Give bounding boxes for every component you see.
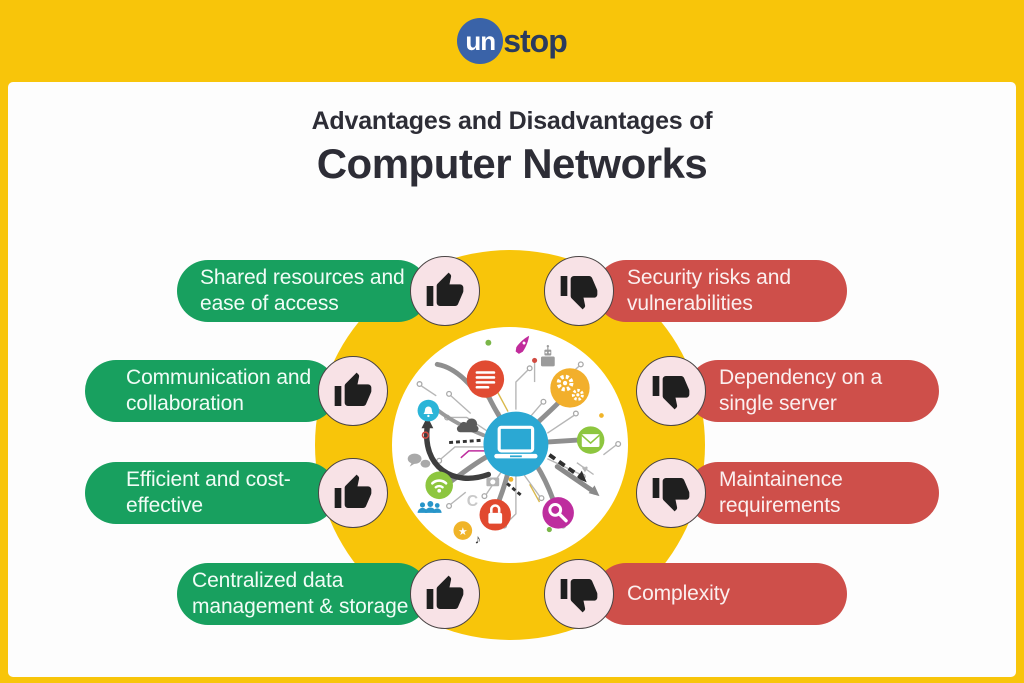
thumbs-up-badge [318, 458, 388, 528]
advantage-pill: Centralized data management & storage [177, 563, 429, 625]
hub-white-circle: ★ ♪ ♥ C [392, 327, 628, 563]
advantage-label: Communication and collaboration [126, 366, 312, 415]
advantage-label: Centralized data management & storage [192, 569, 409, 618]
svg-text:C: C [467, 493, 478, 510]
svg-text:★: ★ [458, 526, 468, 538]
thumbs-up-icon [334, 372, 372, 406]
disadvantage-pill: Security risks and vulnerabilities [595, 260, 847, 322]
thumbs-up-badge [318, 356, 388, 426]
unstop-logo: un stop [457, 18, 568, 64]
logo-text-un: un [465, 25, 496, 56]
thumbs-up-icon [426, 272, 464, 306]
advantage-pill: Communication and collaboration [85, 360, 337, 422]
disadvantage-pill: Complexity [595, 563, 847, 625]
thumbs-up-badge [410, 256, 480, 326]
brand-band: un stop [0, 0, 1024, 82]
disadvantage-label: Security risks and vulnerabilities [627, 266, 791, 315]
thumbs-down-icon [560, 579, 598, 613]
svg-text:♥: ♥ [582, 464, 588, 476]
advantage-pill: Shared resources and ease of access [177, 260, 429, 322]
disadvantage-label: Complexity [627, 582, 730, 606]
advantage-label: Efficient and cost- effective [126, 468, 291, 517]
unstop-logo-circle: un [457, 18, 504, 64]
title-block: Advantages and Disadvantages of Computer… [0, 106, 1024, 189]
logo-text-stop: stop [503, 22, 568, 59]
advantage-pill: Efficient and cost- effective [85, 462, 337, 524]
page-title: Computer Networks [316, 140, 708, 188]
disadvantage-label: Maintainence requirements [719, 468, 843, 517]
thumbs-down-badge [636, 356, 706, 426]
thumbs-down-icon [560, 276, 598, 310]
disadvantage-pill: Dependency on a single server [687, 360, 939, 422]
thumbs-up-badge [410, 559, 480, 629]
computer-network-illustration: ★ ♪ ♥ C [407, 335, 622, 546]
title-subheading: Advantages and Disadvantages of [311, 107, 713, 135]
thumbs-up-icon [426, 575, 464, 609]
advantage-label: Shared resources and ease of access [200, 266, 405, 315]
svg-text:♪: ♪ [475, 531, 481, 546]
disadvantage-label: Dependency on a single server [719, 366, 883, 415]
thumbs-down-icon [652, 478, 690, 512]
thumbs-down-badge [544, 256, 614, 326]
thumbs-down-badge [636, 458, 706, 528]
thumbs-down-icon [652, 376, 690, 410]
thumbs-down-badge [544, 559, 614, 629]
disadvantage-pill: Maintainence requirements [687, 462, 939, 524]
thumbs-up-icon [334, 474, 372, 508]
